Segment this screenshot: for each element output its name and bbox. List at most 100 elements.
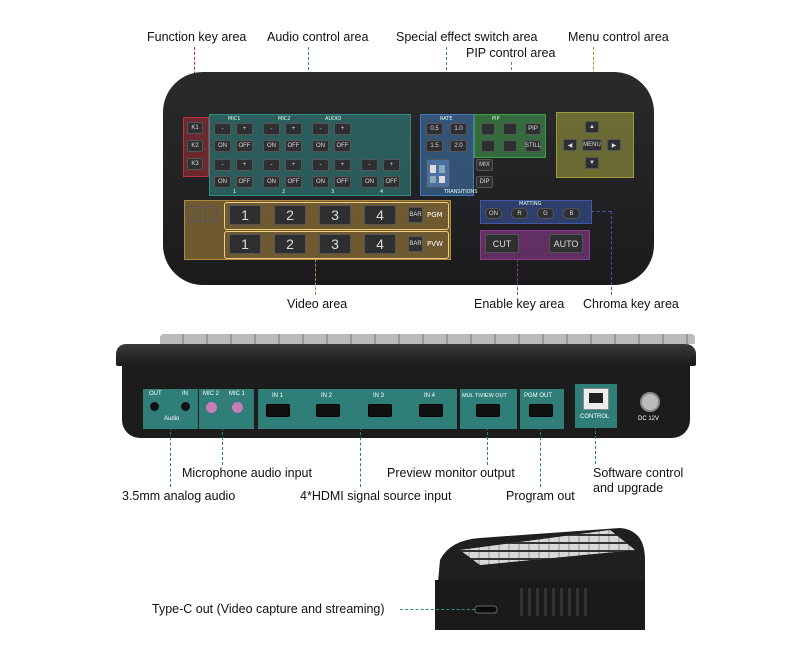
pvw-source-4-button[interactable]: 4 [364,234,396,254]
rear-device-keys-top [160,334,695,344]
label-chroma-key-area: Chroma key area [583,297,679,311]
matting-on-button[interactable]: ON [485,208,502,219]
matting-g-button[interactable]: G [537,208,554,219]
mic2-on-button[interactable]: ON [263,140,280,152]
mix-button[interactable]: MIX [476,159,493,171]
hdmi-pgm-out-port [529,404,553,417]
rate-0-5-button[interactable]: 0.5 [426,123,443,135]
mic2-minus-button[interactable]: - [263,123,280,135]
ch4-plus-button[interactable]: + [383,159,400,171]
still-button[interactable]: STILL [525,140,541,152]
label-program-out: Program out [506,489,575,503]
ch3-off-button[interactable]: OFF [334,176,351,188]
ch1-plus-button[interactable]: + [236,159,253,171]
pvw-source-3-button[interactable]: 3 [319,234,351,254]
ch3-on-button[interactable]: ON [312,176,329,188]
audio-minus-button[interactable]: - [312,123,329,135]
pip-title: PIP [492,116,500,122]
audio-title: AUDIO [325,116,342,122]
mic2-off-button[interactable]: OFF [285,140,302,152]
pvw-source-1-button[interactable]: 1 [229,234,261,254]
mic1-minus-button[interactable]: - [214,123,231,135]
ch2-on-button[interactable]: ON [263,176,280,188]
chevron-right-icon: ▶ [611,142,617,149]
label-microphone-audio-input: Microphone audio input [182,466,312,480]
ch4-on-button[interactable]: ON [361,176,378,188]
ch2-minus-button[interactable]: - [263,159,280,171]
ethernet-port [583,388,609,410]
k3-button[interactable]: K3 [187,158,203,170]
mic1-on-button[interactable]: ON [214,140,231,152]
mic1-off-button[interactable]: OFF [236,140,253,152]
video-side-button-1[interactable] [187,206,201,222]
pip-bottom-right-button[interactable] [503,140,517,152]
hdmi-multiview-out-port [476,404,500,417]
menu-down-button[interactable]: ▼ [585,157,599,169]
audio-off-button[interactable]: OFF [334,140,351,152]
ch2-plus-button[interactable]: + [285,159,302,171]
k2-button[interactable]: K2 [187,140,203,152]
label-special-effect-area: Special effect switch area [396,30,538,44]
label-software-control-2: and upgrade [593,481,664,495]
pgm-source-1-button[interactable]: 1 [229,205,261,225]
label-type-c-out: Type-C out (Video capture and streaming) [152,602,385,616]
ch1-on-button[interactable]: ON [214,176,231,188]
callout-line-control [595,426,596,464]
audio-on-button[interactable]: ON [312,140,329,152]
transition-wipe-button[interactable] [426,159,450,188]
label-hdmi-source-input: 4*HDMI signal source input [300,489,452,503]
pip-bottom-left-button[interactable] [481,140,495,152]
audio-out-label: OUT [149,391,162,397]
menu-left-button[interactable]: ◀ [563,139,577,151]
ch1-label: 1 [233,189,237,195]
callout-line-enable [517,259,518,295]
ch1-off-button[interactable]: OFF [236,176,253,188]
pvw-row [224,231,449,259]
ch4-off-button[interactable]: OFF [383,176,400,188]
pip-button[interactable]: PIP [525,123,541,135]
rate-1-0-button[interactable]: 1.0 [450,123,467,135]
control-label: CONTROL [580,414,610,420]
pvw-bar-button[interactable]: BAR [408,236,423,252]
chevron-left-icon: ◀ [567,142,573,149]
pgm-source-4-button[interactable]: 4 [364,205,396,225]
auto-button[interactable]: AUTO [549,234,583,253]
type-c-port [474,605,498,614]
audio-in-jack [181,402,190,411]
video-side-button-2[interactable] [204,206,218,222]
pip-top-right-button[interactable] [503,123,517,135]
mic1-plus-button[interactable]: + [236,123,253,135]
ch2-off-button[interactable]: OFF [285,176,302,188]
menu-up-button[interactable]: ▲ [585,121,599,133]
callout-line-chroma [611,211,612,295]
pgm-source-2-button[interactable]: 2 [274,205,306,225]
rate-1-5-button[interactable]: 1.5 [426,140,443,152]
audio-plus-button[interactable]: + [334,123,351,135]
ch3-minus-button[interactable]: - [312,159,329,171]
pvw-source-2-button[interactable]: 2 [274,234,306,254]
pgm-bar-button[interactable]: BAR [408,207,423,223]
label-analog-audio: 3.5mm analog audio [122,489,236,503]
hdmi-in1-port [266,404,290,417]
cut-button[interactable]: CUT [485,234,519,253]
mic1-title: MIC1 [228,116,241,122]
menu-right-button[interactable]: ▶ [607,139,621,151]
matting-b-button[interactable]: B [563,208,580,219]
ch4-minus-button[interactable]: - [361,159,378,171]
mic2-plus-button[interactable]: + [285,123,302,135]
mic2-port-label: MIC 2 [203,391,220,397]
matting-r-button[interactable]: R [511,208,528,219]
rear-device-lid [116,344,696,366]
k1-button[interactable]: K1 [187,122,203,134]
dip-button[interactable]: DIP [476,176,493,188]
hdmi-in3-port [368,404,392,417]
ch1-minus-button[interactable]: - [214,159,231,171]
callout-line-chroma-h [591,211,611,212]
ch3-plus-button[interactable]: + [334,159,351,171]
rate-2-0-button[interactable]: 2.0 [450,140,467,152]
pip-top-left-button[interactable] [481,123,495,135]
callout-line-preview [487,427,488,465]
menu-button[interactable]: MENU [582,139,602,151]
pgm-source-3-button[interactable]: 3 [319,205,351,225]
side-view-device [435,528,645,630]
